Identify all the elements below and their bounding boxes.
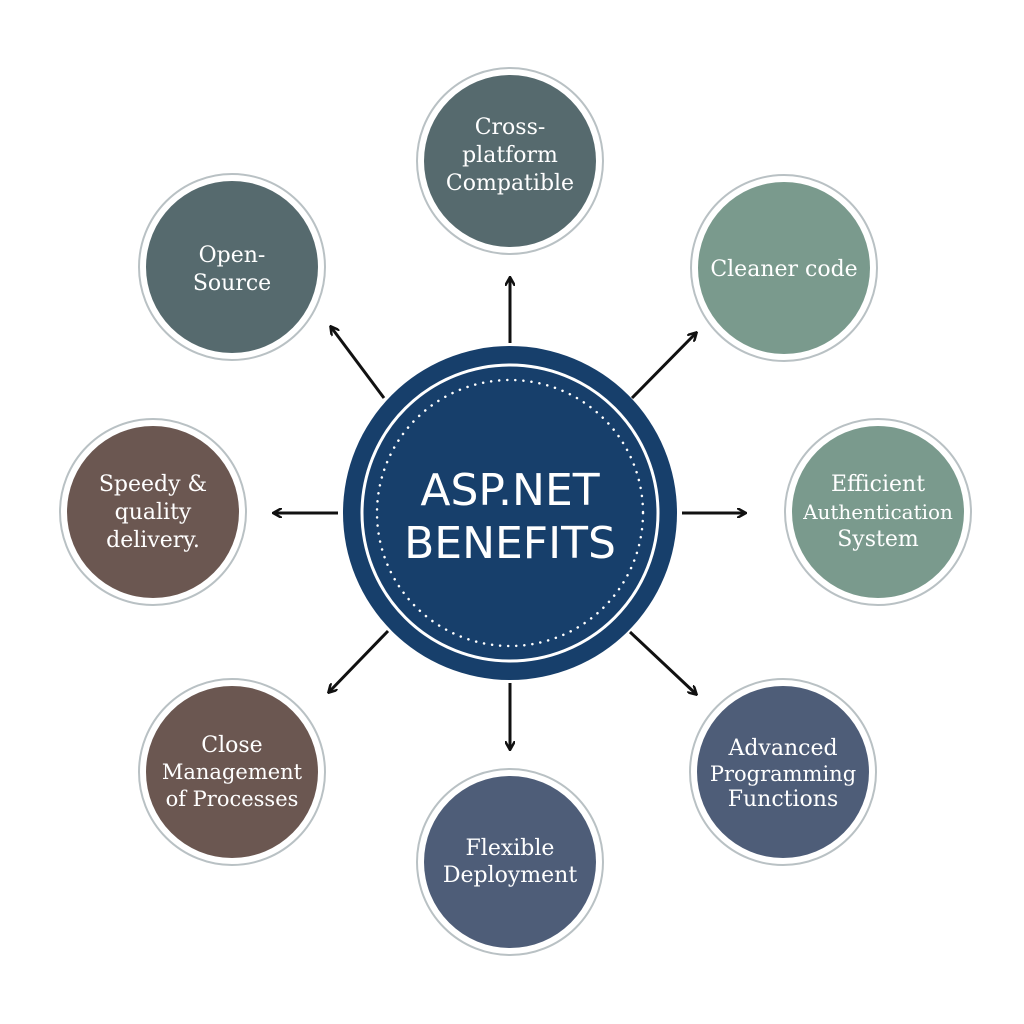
arrow-to-cleaner-code [630, 333, 696, 400]
node-label-line: of Processes [166, 787, 299, 811]
arrow-to-close-management [329, 629, 390, 692]
node-label-line: Functions [728, 787, 839, 812]
node-speedy-delivery: Speedy & quality delivery. [59, 418, 247, 606]
node-fill [792, 426, 964, 598]
center-hub: ASP.NET BENEFITS [343, 346, 677, 680]
center-title-line-2: BENEFITS [404, 518, 616, 569]
node-label-line: Efficient [831, 472, 925, 497]
node-label-line: System [837, 527, 919, 552]
node-label-line: Authentication [802, 500, 953, 524]
arrows [274, 278, 745, 749]
node-label-line: Open- [199, 243, 266, 268]
node-label-line: Source [193, 271, 271, 296]
arrow-to-advanced-programming [628, 630, 696, 694]
node-flexible-deployment: Flexible Deployment [416, 768, 604, 956]
node-label-line: Advanced [727, 736, 837, 761]
center-title-line-1: ASP.NET [420, 465, 599, 516]
center-circle-ring [360, 363, 660, 663]
node-fill [424, 75, 596, 247]
node-close-management: Close Management of Processes [138, 678, 326, 866]
node-label-line: Deployment [443, 863, 578, 888]
node-advanced-programming: Advanced Programming Functions [689, 678, 877, 866]
node-open-source: Open- Source [138, 173, 326, 361]
arrow-to-open-source [331, 327, 386, 399]
node-fill [697, 686, 869, 858]
node-label-line: quality [115, 500, 192, 525]
node-label-line: delivery. [106, 528, 200, 553]
node-fill [698, 182, 870, 354]
node-label-line: Compatible [446, 171, 574, 196]
node-cleaner-code: Cleaner code [690, 174, 878, 362]
node-label-line: platform [462, 143, 558, 168]
node-label-line: Speedy & [99, 472, 207, 497]
node-label-line: Programming [710, 762, 856, 786]
node-label-line: Management [162, 760, 303, 784]
node-cross-platform: Cross- platform Compatible [416, 67, 604, 255]
node-fill [146, 686, 318, 858]
center-circle-outer [343, 346, 677, 680]
node-fill [424, 776, 596, 948]
node-fill [67, 426, 239, 598]
node-label-line: Cleaner code [710, 257, 857, 282]
node-label-line: Close [201, 733, 262, 758]
node-efficient-auth: Efficient Authentication System [784, 418, 972, 606]
node-label-line: Cross- [475, 115, 546, 140]
center-dotted-ring [375, 378, 645, 648]
node-fill [146, 181, 318, 353]
node-label-line: Flexible [466, 836, 555, 861]
